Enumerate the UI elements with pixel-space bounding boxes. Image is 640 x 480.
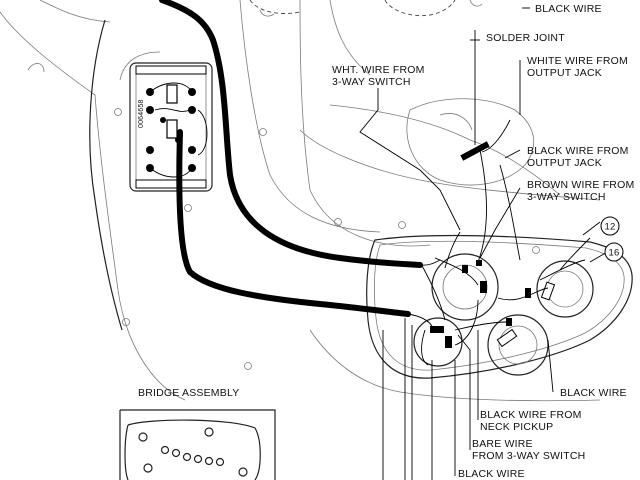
pickup-cables [159,0,441,327]
selector-switch [413,317,463,367]
output-jack [439,113,511,161]
label-black-wire-top: BLACK WIRE [535,3,602,15]
label-bare-wire-2: FROM 3-WAY SWITCH [472,450,585,462]
label-brown-wire-1: BROWN WIRE FROM [527,179,634,191]
solder-joint-mark [460,141,490,161]
label-solder-joint: SOLDER JOINT [486,32,565,44]
callout-16: 16 [604,242,624,262]
label-black-wire-bottom: BLACK WIRE [458,468,525,480]
neck-pickup: 0064658 [129,62,213,192]
callout-12: 12 [600,216,620,236]
label-leaders [359,7,610,480]
label-bridge-assembly: BRIDGE ASSEMBLY [138,387,239,399]
label-white-wire-2: OUTPUT JACK [527,67,602,79]
bridge-assembly [119,409,276,480]
callout-16-text: 16 [609,248,620,259]
label-wht-wire-1: WHT. WIRE FROM [332,64,425,76]
top-knob-outlines [249,0,456,17]
label-black-neck-1: BLACK WIRE FROM [480,409,582,421]
label-black-wire-right: BLACK WIRE [560,387,627,399]
pickup-part-number: 0064658 [138,99,145,128]
volume-pot [431,253,499,321]
diagram-labels: BLACK WIRE SOLDER JOINT WHT. WIRE FROM 3… [138,3,634,480]
callout-12-text: 12 [605,222,616,233]
label-wht-wire-2: 3-WAY SWITCH [332,76,411,88]
tone-pot [525,260,594,318]
label-black-output-1: BLACK WIRE FROM [527,145,629,157]
label-brown-wire-2: 3-WAY SWITCH [527,191,606,203]
body-outline [0,0,601,402]
label-white-wire-1: WHITE WIRE FROM [527,55,628,67]
capacitor [487,314,549,376]
label-black-output-2: OUTPUT JACK [527,157,602,169]
label-bare-wire-1: BARE WIRE [472,438,533,450]
label-black-neck-2: NECK PICKUP [480,421,553,433]
control-plate [366,98,633,379]
